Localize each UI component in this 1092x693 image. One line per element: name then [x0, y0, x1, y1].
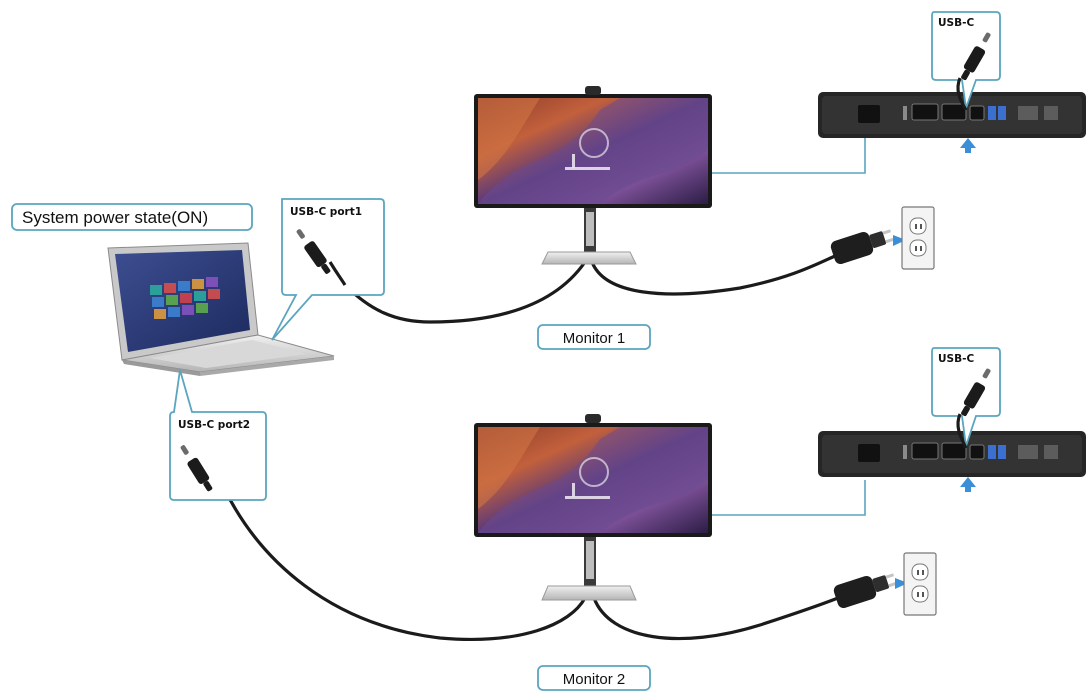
up-arrow-icon — [960, 477, 976, 492]
usbc-callout-top: USB-C — [931, 11, 1001, 111]
dell-logo-icon — [565, 457, 610, 499]
usbc-top-label: USB-C — [938, 17, 974, 29]
monitor-2 — [474, 414, 712, 601]
monitor-1 — [474, 86, 712, 265]
dell-logo-icon — [565, 128, 610, 170]
power-plug-1 — [830, 229, 906, 265]
monitor-2-webcam — [585, 414, 601, 423]
rear-panel-1 — [818, 92, 1086, 153]
laptop — [107, 242, 335, 376]
cable-port2-to-monitor2 — [223, 488, 587, 641]
port2-callout: USB-C port2 — [169, 369, 267, 501]
rear-panel-2 — [818, 431, 1086, 492]
cable-port1-to-monitor1 — [343, 260, 587, 324]
callout-line-monitor2 — [712, 480, 866, 516]
up-arrow-icon — [960, 138, 976, 153]
monitor-1-base — [541, 251, 637, 265]
usbc-plug-icon — [961, 32, 991, 81]
monitor-2-label-text: Monitor 2 — [563, 671, 626, 688]
usbc-callout-bottom: USB-C — [931, 347, 1001, 449]
usbc-plug-icon — [296, 229, 331, 274]
monitor-1-webcam — [585, 86, 601, 95]
laptop-keyboard — [150, 340, 306, 368]
power-plug-2 — [833, 573, 908, 609]
right-arrow-icon — [895, 578, 908, 589]
monitor-1-label: Monitor 1 — [537, 324, 651, 350]
cable-monitor2-to-outlet — [592, 596, 840, 641]
monitor-2-base — [541, 585, 637, 601]
usbc-plug-icon — [961, 368, 991, 417]
laptop-tiles — [150, 277, 220, 319]
callout-line-monitor1 — [712, 138, 866, 174]
power-state-text: System power state(ON) — [22, 208, 208, 227]
monitor-1-label-text: Monitor 1 — [563, 330, 626, 347]
usbc-bottom-label: USB-C — [938, 353, 974, 365]
cable-monitor1-to-outlet — [590, 254, 837, 296]
monitor-2-label: Monitor 2 — [537, 665, 651, 691]
right-arrow-icon — [893, 235, 906, 246]
cables — [223, 254, 840, 641]
callout-lines — [712, 138, 866, 516]
wall-outlet-1 — [901, 206, 935, 270]
port1-label: USB-C port1 — [290, 206, 362, 218]
wall-outlet-2 — [903, 552, 937, 616]
power-state-label: System power state(ON) — [11, 203, 253, 231]
usbc-plug-icon — [180, 445, 213, 492]
port2-label: USB-C port2 — [178, 419, 250, 431]
port1-callout: USB-C port1 — [271, 198, 385, 341]
